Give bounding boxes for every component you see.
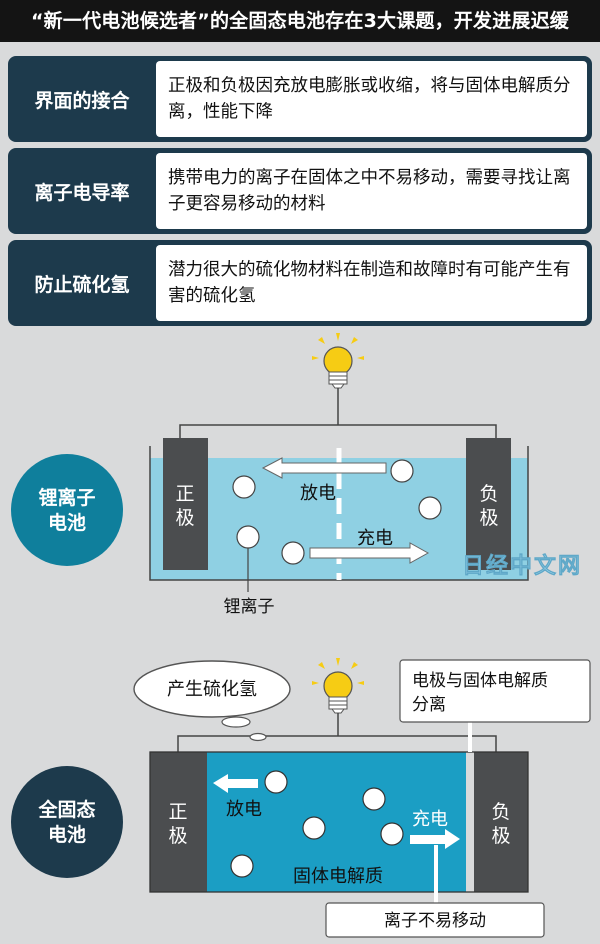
positive-label: 正	[168, 801, 187, 823]
ion	[380, 822, 404, 846]
light-bulb-icon	[311, 657, 365, 714]
negative-label: 极	[491, 825, 510, 847]
wire	[179, 388, 497, 438]
issue-row-conductivity: 离子电导率 携带电力的离子在固体之中不易移动，需要寻找让离子更容易移动的材料	[8, 148, 592, 234]
lithium-ion	[418, 496, 442, 520]
thought-bubble-dot	[249, 732, 267, 742]
callout-separation-text: 电极与固体电解质	[412, 671, 548, 691]
liion-title: 锂离子	[38, 486, 95, 509]
callout-ion-text: 离子不易移动	[384, 911, 486, 931]
positive-label: 正	[175, 483, 194, 505]
battery-outline	[149, 751, 529, 893]
page-title: “新一代电池候选者”的全固态电池存在3大课题，开发进展迟缓	[0, 0, 600, 42]
thought-bubble	[133, 660, 291, 718]
lithium-ion	[236, 525, 260, 549]
issue-label: 离子电导率	[34, 181, 130, 204]
negative-label: 极	[479, 507, 498, 529]
thought-bubble-dot	[221, 716, 251, 728]
ion-callout: 锂离子	[224, 597, 275, 617]
light-bulb-icon	[311, 332, 365, 389]
issue-row-interface: 界面的接合 正极和负极因充放电膨胀或收缩，将与固体电解质分离，性能下降	[8, 56, 592, 142]
ion	[362, 787, 386, 811]
charge-label: 充电	[412, 809, 448, 830]
callout-separation-text: 分离	[412, 695, 446, 715]
wire	[177, 713, 497, 752]
positive-electrode	[150, 752, 207, 892]
ion	[302, 816, 326, 840]
charge-arrow	[410, 829, 460, 849]
callout-ion	[325, 902, 545, 938]
issue-desc: 正极和负极因充放电膨胀或收缩，将与固体电解质分离，性能下降	[156, 61, 587, 137]
charge-label: 充电	[357, 528, 393, 549]
issue-row-h2s: 防止硫化氢 潜力很大的硫化物材料在制造和故障时有可能产生有害的硫化氢	[8, 240, 592, 326]
bubble-text: 产生硫化氢	[167, 679, 257, 700]
issue-desc: 潜力很大的硫化物材料在制造和故障时有可能产生有害的硫化氢	[156, 245, 587, 321]
negative-electrode	[474, 752, 528, 892]
lithium-ion	[232, 475, 256, 499]
watermark: 日经中文网	[462, 553, 582, 579]
separation-gap	[466, 752, 474, 892]
liion-title: 电池	[48, 511, 86, 534]
discharge-arrow	[261, 457, 387, 479]
positive-electrode	[163, 438, 208, 570]
solid-circle-badge	[11, 766, 123, 878]
positive-label: 极	[175, 507, 194, 529]
callout-separation	[399, 659, 591, 723]
lithium-ion	[281, 541, 305, 565]
negative-electrode	[466, 438, 511, 570]
discharge-arrow	[213, 774, 258, 793]
issue-label: 界面的接合	[34, 89, 130, 112]
issue-desc: 携带电力的离子在固体之中不易移动，需要寻找让离子更容易移动的材料	[156, 153, 587, 229]
ion	[230, 854, 254, 878]
discharge-label: 放电	[300, 483, 336, 504]
lithium-ion	[390, 459, 414, 483]
liion-circle-badge	[11, 454, 123, 566]
negative-label: 负	[491, 801, 510, 823]
discharge-label: 放电	[226, 799, 262, 820]
solid-title: 全固态	[37, 798, 95, 821]
solid-electrolyte	[150, 752, 528, 892]
negative-label: 负	[479, 483, 498, 505]
positive-label: 极	[168, 825, 187, 847]
ion	[264, 770, 288, 794]
charge-arrow	[309, 542, 430, 564]
issue-label: 防止硫化氢	[34, 273, 130, 296]
solid-title: 电池	[48, 823, 86, 846]
electrolyte-label: 固体电解质	[293, 866, 383, 887]
